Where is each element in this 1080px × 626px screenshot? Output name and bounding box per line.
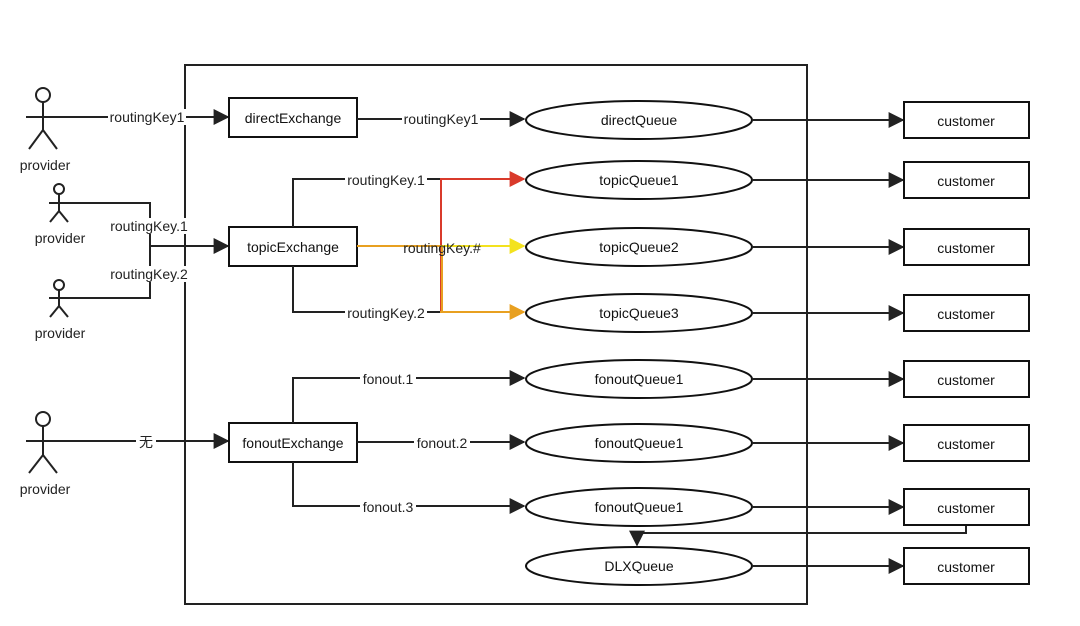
customer-column: customer customer customer customer cust… bbox=[903, 101, 1030, 585]
customer-node[interactable] bbox=[903, 228, 1030, 266]
fonout-exchange-node[interactable] bbox=[228, 422, 358, 463]
customer-label: customer bbox=[937, 500, 995, 516]
edge-provider3-topic bbox=[69, 246, 151, 299]
edge-label: fonout.3 bbox=[363, 499, 414, 515]
edge-label: routingKey.# bbox=[403, 240, 481, 256]
queue-label: topicQueue1 bbox=[599, 172, 679, 188]
exchange-label: topicExchange bbox=[247, 239, 339, 255]
edge-label: routingKey.2 bbox=[110, 266, 188, 282]
stick-figure-icon bbox=[49, 279, 69, 318]
edge-label: routingKey1 bbox=[110, 109, 185, 125]
customer-label: customer bbox=[937, 559, 995, 575]
customer-node[interactable] bbox=[903, 488, 1030, 526]
customer-label: customer bbox=[937, 306, 995, 322]
customer-node[interactable] bbox=[903, 424, 1030, 462]
edge-dead-letter bbox=[629, 525, 967, 547]
actor-label: provider bbox=[20, 481, 71, 497]
customer-label: customer bbox=[937, 372, 995, 388]
actor-label: provider bbox=[35, 325, 86, 341]
edge-label: routingKey.1 bbox=[110, 218, 188, 234]
actor-label: provider bbox=[20, 157, 71, 173]
queue-label: fonoutQueue1 bbox=[595, 371, 684, 387]
queue-label: fonoutQueue1 bbox=[595, 435, 684, 451]
exchange-label: directExchange bbox=[245, 110, 342, 126]
queue-label: topicQueue2 bbox=[599, 239, 679, 255]
queue-label: fonoutQueue1 bbox=[595, 499, 684, 515]
edge-label: 无 bbox=[139, 434, 153, 450]
customer-label: customer bbox=[937, 436, 995, 452]
edge-fonout-q1 bbox=[292, 370, 526, 423]
customer-label: customer bbox=[937, 113, 995, 129]
edge-label: routingKey1 bbox=[404, 111, 479, 127]
queue-label: directQueue bbox=[601, 112, 677, 128]
customer-label: customer bbox=[937, 173, 995, 189]
direct-exchange-node[interactable] bbox=[228, 97, 358, 138]
edge-label: fonout.1 bbox=[363, 371, 414, 387]
topic-exchange-node[interactable] bbox=[228, 226, 358, 267]
customer-node[interactable] bbox=[903, 294, 1030, 332]
stick-figure-icon bbox=[26, 87, 60, 150]
customer-label: customer bbox=[937, 240, 995, 256]
edge-label: fonout.2 bbox=[417, 435, 468, 451]
customer-node[interactable] bbox=[903, 161, 1030, 199]
edge-label: routingKey.1 bbox=[347, 172, 425, 188]
broker-container bbox=[184, 64, 808, 605]
queue-label: DLXQueue bbox=[604, 558, 673, 574]
customer-node[interactable] bbox=[903, 101, 1030, 139]
edge-label: routingKey.2 bbox=[347, 305, 425, 321]
stick-figure-icon bbox=[26, 411, 60, 474]
customer-node[interactable] bbox=[903, 547, 1030, 585]
queue-label: topicQueue3 bbox=[599, 305, 679, 321]
actor-label: provider bbox=[35, 230, 86, 246]
exchange-label: fonoutExchange bbox=[242, 435, 343, 451]
stick-figure-icon bbox=[49, 183, 69, 223]
customer-node[interactable] bbox=[903, 360, 1030, 398]
edge-fonout-q3 bbox=[292, 462, 526, 514]
